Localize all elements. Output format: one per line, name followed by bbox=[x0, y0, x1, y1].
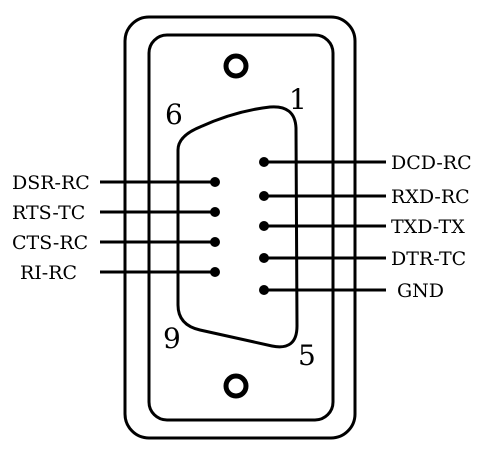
signal-label-txd: TXD-TX bbox=[391, 216, 465, 238]
signal-label-dtr: DTR-TC bbox=[391, 248, 466, 270]
signal-label-gnd: GND bbox=[397, 280, 444, 302]
signal-label-dcd: DCD-RC bbox=[391, 152, 472, 174]
signal-label-cts: CTS-RC bbox=[12, 232, 88, 254]
signal-label-rxd: RXD-RC bbox=[391, 186, 470, 208]
signal-label-ri: RI-RC bbox=[20, 262, 77, 284]
d-sub-shell bbox=[176, 105, 299, 349]
signal-label-rts: RTS-TC bbox=[12, 202, 85, 224]
pin-number-6: 6 bbox=[165, 98, 183, 131]
pin-number-5: 5 bbox=[298, 339, 316, 372]
bottom-mounting-hole bbox=[223, 373, 249, 399]
pin-number-9: 9 bbox=[163, 322, 181, 355]
top-mounting-hole bbox=[223, 53, 249, 79]
signal-label-dsr: DSR-RC bbox=[12, 172, 90, 194]
left-pin-row bbox=[100, 177, 220, 277]
pin-number-1: 1 bbox=[289, 83, 307, 116]
right-pin-row bbox=[259, 157, 386, 295]
